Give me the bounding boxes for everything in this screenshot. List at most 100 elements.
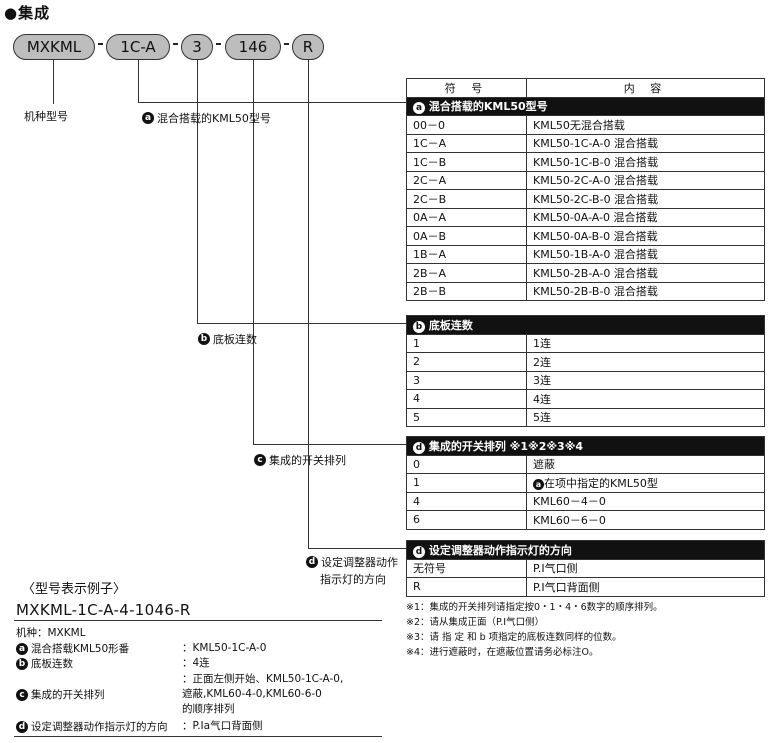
note-3: ※3：请 指 定 和 b 项指定的底板连数同样的位数。 [406, 632, 622, 643]
cell-symbol: 1 [406, 333, 527, 353]
example-model: MXKML-1C-A-4-1046-R [16, 601, 191, 619]
section-title: 设定调整器动作指示灯的方向 [428, 543, 572, 557]
cell-symbol: 0A－A [406, 207, 527, 227]
connector-line [308, 548, 406, 550]
divider [14, 736, 382, 737]
cell-symbol: 2B－B [406, 281, 527, 301]
label-a-text: 混合搭载的KML50型号 [157, 112, 271, 125]
bullet-a-icon: a [413, 102, 425, 115]
dash [284, 43, 289, 45]
bullet-b-icon: b [198, 333, 210, 345]
example-machine: 机种：MXKML [16, 627, 86, 639]
example-key: 混合搭载KML50形番 [31, 643, 130, 655]
cell-symbol: 2C－B [406, 189, 527, 209]
cell-content: 遮蔽 [526, 454, 765, 474]
connector-line [253, 60, 255, 445]
label-machine-type: 机种型号 [24, 110, 68, 123]
cell-symbol: R [406, 577, 527, 597]
page-title: ●集成 [4, 4, 51, 22]
cell-content: 2连 [526, 352, 765, 372]
note-2: ※2：请从集成正面（P.I气口侧） [406, 617, 545, 628]
section-title: 底板连数 [428, 318, 473, 332]
label-d-text2: 指示灯的方向 [320, 573, 386, 586]
section-b-header: b 底板连数 [406, 315, 765, 335]
example-key: 集成的开关排列 [31, 689, 105, 701]
cell-symbol: 4 [406, 491, 527, 511]
cell-content: 4连 [526, 389, 765, 409]
cell-symbol: 2B－A [406, 263, 527, 283]
example-value: ：KML50-1C-A-0 [182, 642, 267, 654]
cell-symbol: 1C－A [406, 133, 527, 153]
example-value: ：4连 [182, 657, 210, 669]
cell-content: KML60－4－0 [526, 491, 765, 511]
header-content: 内 容 [526, 78, 765, 98]
cell-content-text: 在项中指定的KML50型 [544, 476, 658, 490]
bullet-c-icon: c [16, 688, 28, 701]
dash [98, 43, 103, 45]
cell-symbol: 6 [406, 510, 527, 530]
divider [14, 620, 382, 621]
cell-content: KML60－6－0 [526, 510, 765, 530]
connector-line [197, 60, 199, 324]
cell-content: KML50-1C-A-0 混合搭载 [526, 133, 765, 153]
model-part-b: 3 [181, 34, 213, 60]
cell-symbol: 无符号 [406, 558, 527, 578]
label-b: b 底板连数 [198, 331, 257, 347]
cell-symbol: 5 [406, 407, 527, 427]
label-c: c 集成的开关排列 [254, 452, 346, 468]
bullet-a-icon: a [16, 642, 28, 655]
label-d: d 设定调整器动作 指示灯的方向 [306, 554, 398, 587]
label-b-text: 底板连数 [213, 333, 257, 346]
cell-symbol: 0 [406, 454, 527, 474]
connector-line [253, 444, 406, 446]
example-value: ：正面左侧开始、KML50-1C-A-0, 遮蔽,KML60-4-0,KML60… [182, 673, 344, 715]
connector-line [138, 102, 406, 104]
example-value: ：P.Ia气口背面侧 [182, 720, 263, 732]
connector-line [197, 323, 406, 325]
label-c-text: 集成的开关排列 [269, 454, 346, 467]
connector-line [53, 60, 55, 104]
model-part-c: 146 [225, 34, 281, 60]
cell-symbol: 1B－A [406, 244, 527, 264]
example-heading: 〈型号表示例子〉 [22, 582, 127, 597]
bullet-b-icon: b [16, 657, 28, 670]
cell-content: KML50-2C-B-0 混合搭载 [526, 189, 765, 209]
section-a-header: a 混合搭载的KML50型号 [406, 96, 765, 116]
cell-content: KML50无混合搭载 [526, 115, 765, 135]
cell-content: 5连 [526, 407, 765, 427]
bullet-a-icon: a [142, 112, 154, 124]
cell-content: KML50-2B-A-0 混合搭载 [526, 263, 765, 283]
model-part-a: 1C-A [106, 34, 170, 60]
header-symbol: 符 号 [406, 78, 527, 98]
example-key: 设定调整器动作指示灯的方向 [31, 721, 168, 733]
note-4: ※4：进行遮蔽时，在遮蔽位置请务必标注O。 [406, 647, 599, 658]
label-d-text1: 设定调整器动作 [321, 556, 398, 569]
cell-content: P.I气口背面侧 [526, 577, 765, 597]
notes: ※1：集成的开关排列请指定按0・1・4・6数字的顺序排列。 ※2：请从集成正面（… [406, 600, 663, 660]
connector-line [308, 60, 310, 549]
